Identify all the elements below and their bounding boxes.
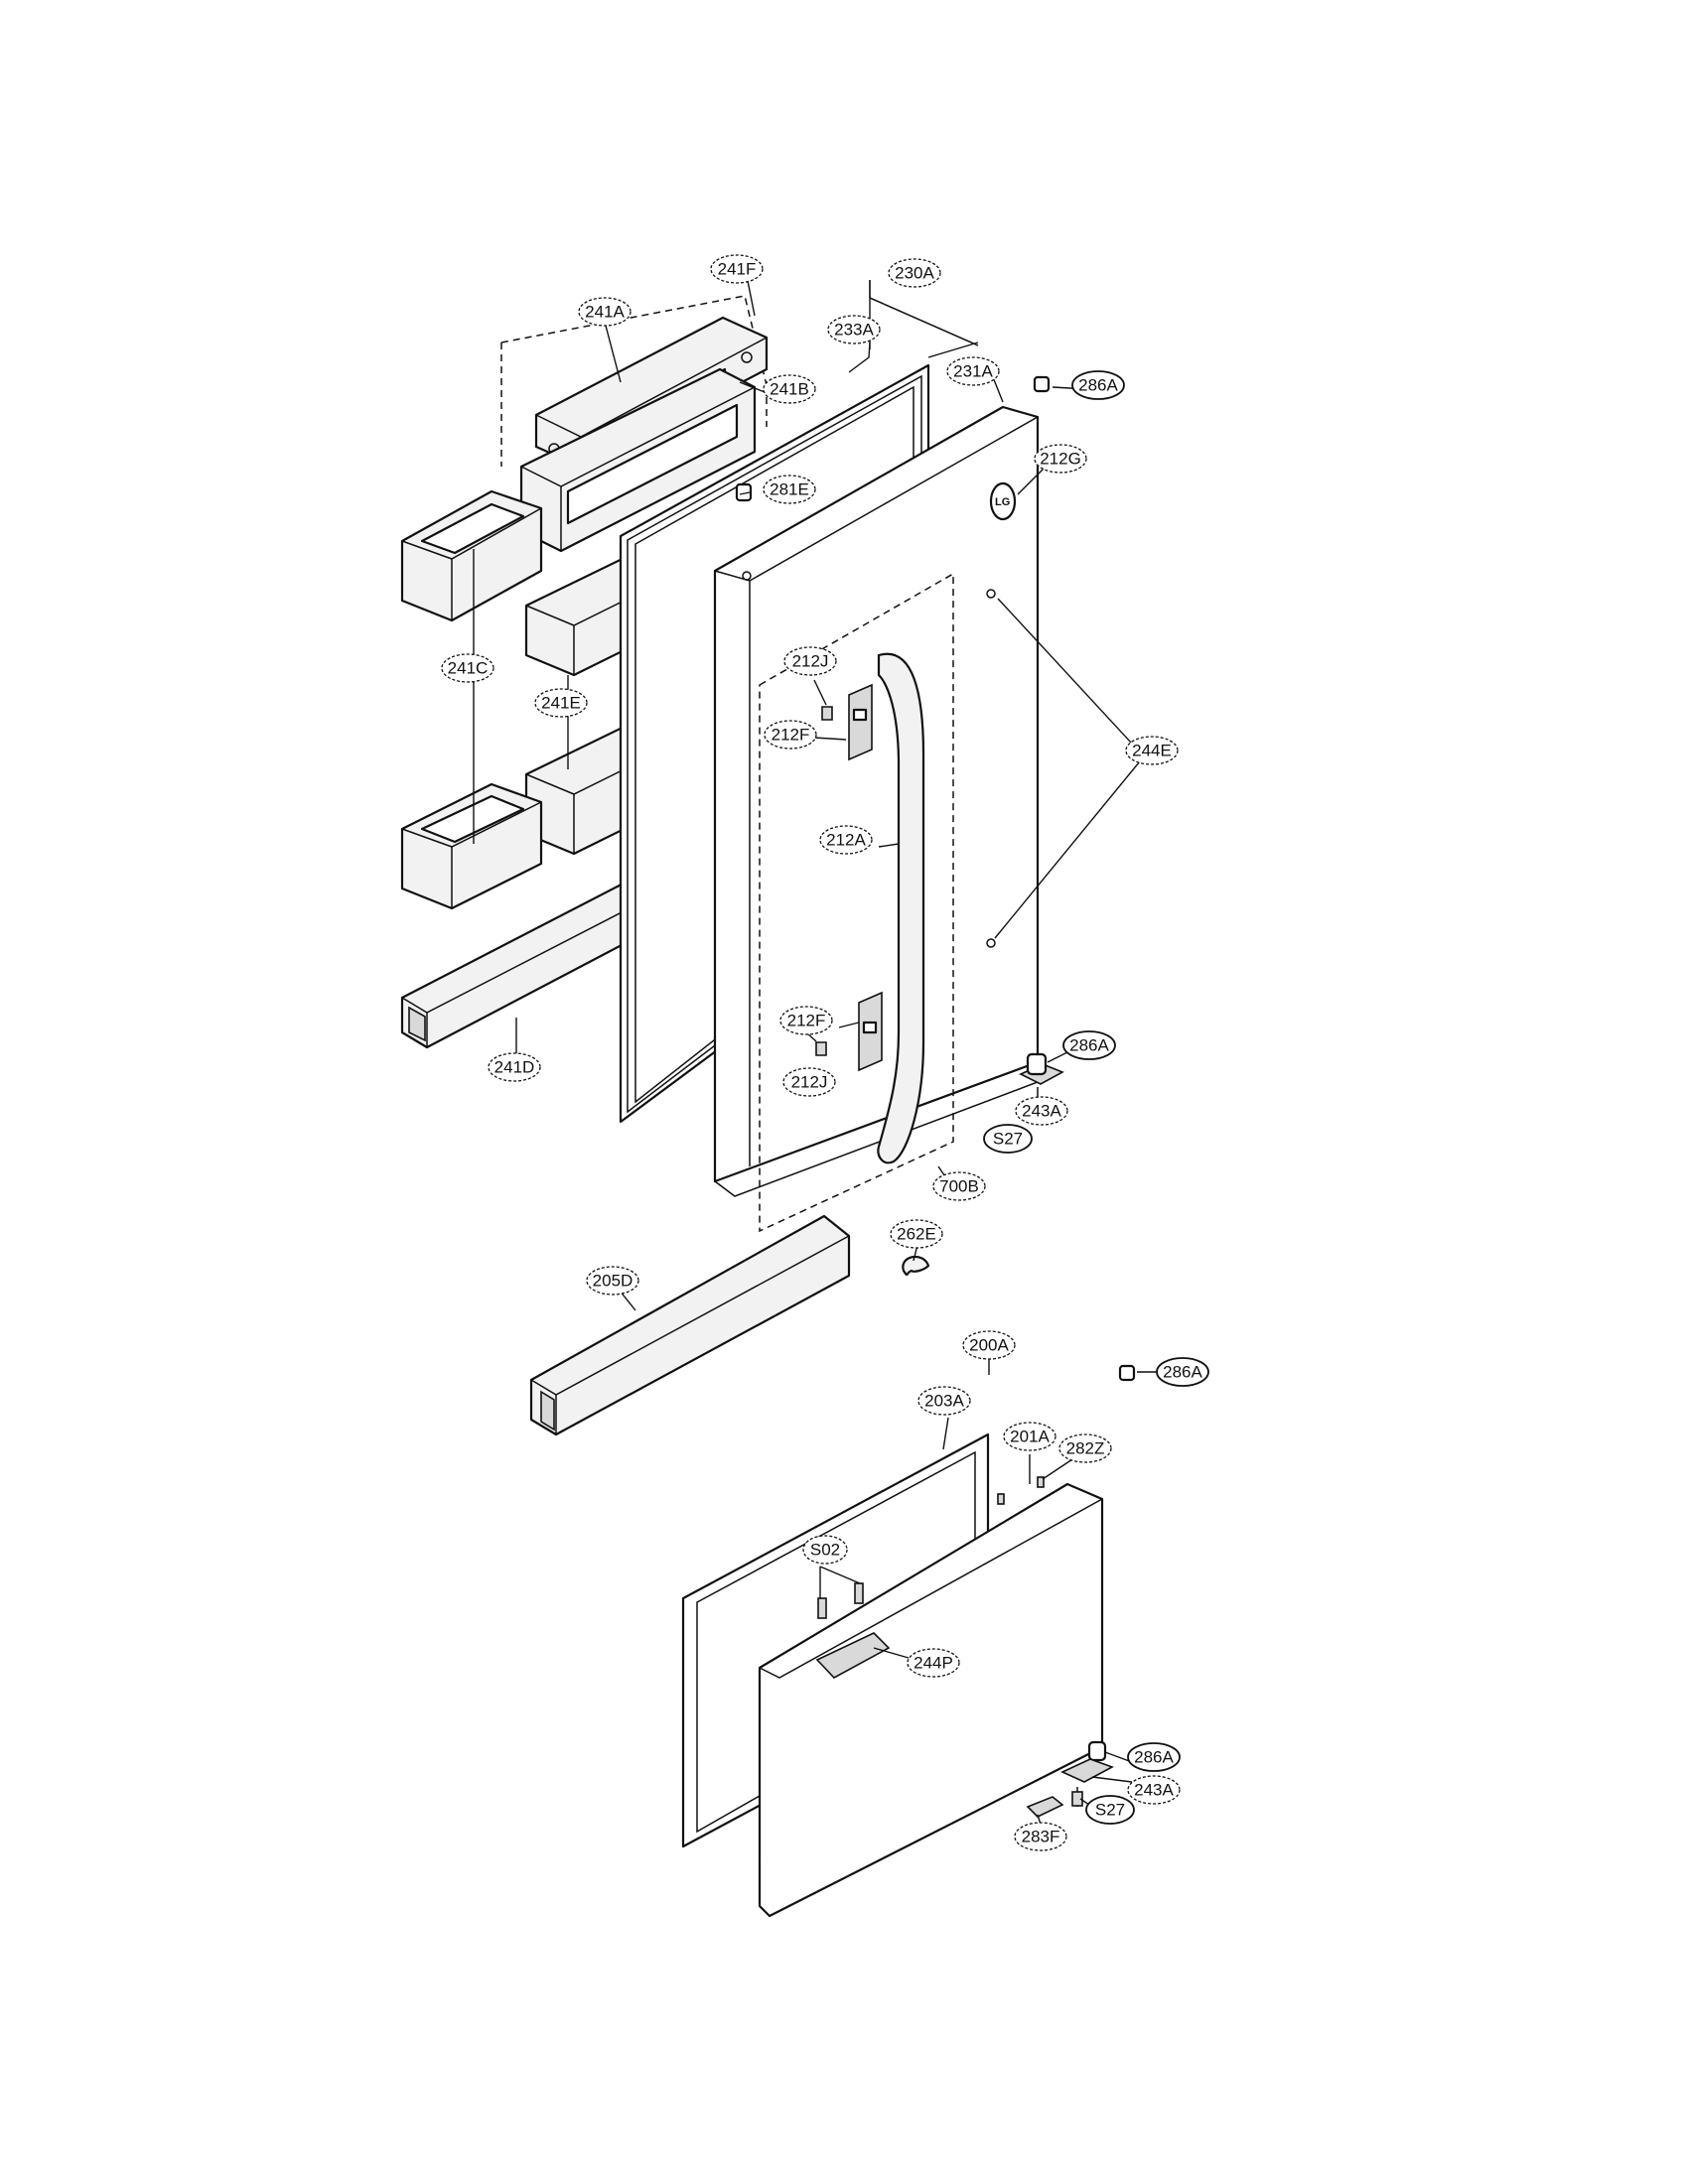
callout-243A-upper: 243A <box>1015 1096 1068 1126</box>
callout-241B: 241B <box>763 374 816 404</box>
callout-241E: 241E <box>534 688 588 718</box>
handle-bracket-212F-lower <box>858 991 883 1072</box>
svg-text:241C: 241C <box>448 659 489 678</box>
svg-text:230A: 230A <box>895 264 934 283</box>
svg-text:212F: 212F <box>787 1012 826 1030</box>
svg-text:700B: 700B <box>939 1177 979 1196</box>
callout-231A: 231A <box>946 356 1000 386</box>
callout-286A-bottom: 286A <box>1127 1742 1181 1772</box>
svg-text:241A: 241A <box>585 303 625 322</box>
svg-text:262E: 262E <box>897 1225 936 1244</box>
svg-text:244P: 244P <box>914 1654 953 1673</box>
svg-text:243A: 243A <box>1134 1781 1174 1800</box>
callout-S27-upper: S27 <box>983 1124 1033 1154</box>
svg-text:212J: 212J <box>791 1073 828 1092</box>
svg-text:241D: 241D <box>494 1058 535 1077</box>
callout-212G: 212G <box>1034 444 1087 474</box>
callout-230A: 230A <box>888 258 941 288</box>
callout-286A-top: 286A <box>1071 370 1125 400</box>
door-handle-212A <box>877 652 925 1164</box>
callout-241F: 241F <box>710 254 764 284</box>
svg-text:212J: 212J <box>792 652 829 671</box>
callout-212J-lower: 212J <box>782 1067 836 1097</box>
callout-233A: 233A <box>827 315 881 344</box>
door-plug-244E-lower <box>986 938 996 948</box>
clip-262E <box>902 1255 930 1277</box>
svg-text:S02: S02 <box>810 1541 840 1560</box>
screw-212J-lower <box>815 1041 827 1056</box>
svg-text:286A: 286A <box>1078 376 1118 395</box>
callout-205D: 205D <box>586 1266 639 1296</box>
callout-201A: 201A <box>1003 1422 1056 1451</box>
callout-203A: 203A <box>917 1386 971 1416</box>
logo-text: LG <box>995 496 1010 508</box>
svg-text:281E: 281E <box>770 480 809 499</box>
leader-lines <box>473 275 1167 1826</box>
svg-text:200A: 200A <box>969 1336 1009 1355</box>
callout-212J-upper: 212J <box>783 646 837 676</box>
svg-text:286A: 286A <box>1163 1363 1202 1382</box>
svg-text:S27: S27 <box>1095 1801 1125 1820</box>
svg-text:286A: 286A <box>1134 1748 1174 1767</box>
callout-212F-lower: 212F <box>779 1006 833 1035</box>
screw-282Z-b <box>997 1493 1005 1505</box>
callout-244E: 244E <box>1125 736 1179 765</box>
small-bin-241C-lower <box>400 782 543 910</box>
svg-text:283F: 283F <box>1022 1828 1060 1846</box>
lower-hinge-assembly <box>1026 1740 1114 1818</box>
callout-700B: 700B <box>932 1171 986 1201</box>
upper-door-231A <box>713 405 1040 1197</box>
callout-286A-middle: 286A <box>1062 1030 1116 1060</box>
callout-241D: 241D <box>488 1052 541 1082</box>
svg-text:241B: 241B <box>770 380 809 399</box>
svg-text:244E: 244E <box>1132 742 1172 760</box>
callout-S02: S02 <box>802 1535 848 1565</box>
svg-text:S27: S27 <box>993 1130 1023 1149</box>
screw-212J-upper <box>821 706 833 721</box>
svg-text:212G: 212G <box>1040 450 1081 469</box>
lg-logo-212G: LG <box>989 481 1017 521</box>
cap-281E <box>735 482 753 502</box>
svg-text:241F: 241F <box>718 260 757 279</box>
callout-S27-lower: S27 <box>1085 1795 1135 1825</box>
drawer-handle-244P <box>815 1632 891 1679</box>
svg-text:203A: 203A <box>924 1392 964 1411</box>
svg-text:205D: 205D <box>593 1272 633 1291</box>
hinge-cap-286A-top <box>1033 375 1051 393</box>
callout-286A-right: 286A <box>1156 1357 1209 1387</box>
svg-text:243A: 243A <box>1022 1102 1061 1121</box>
svg-text:233A: 233A <box>834 321 874 340</box>
basket-205D <box>529 1214 851 1436</box>
svg-text:212F: 212F <box>772 726 810 745</box>
callout-241C: 241C <box>441 653 494 683</box>
svg-text:201A: 201A <box>1010 1428 1050 1446</box>
callout-282Z: 282Z <box>1058 1433 1112 1463</box>
svg-text:286A: 286A <box>1069 1036 1109 1055</box>
callout-243A-lower: 243A <box>1127 1775 1181 1805</box>
door-plug-244E-upper <box>986 589 996 599</box>
svg-text:231A: 231A <box>953 362 993 381</box>
callout-241A: 241A <box>578 297 632 327</box>
callout-283F: 283F <box>1014 1822 1067 1851</box>
callout-262E: 262E <box>890 1219 943 1249</box>
callout-200A: 200A <box>962 1330 1016 1360</box>
svg-text:241E: 241E <box>541 694 581 713</box>
handle-bracket-212F-upper <box>848 683 873 761</box>
screw-282Z <box>1037 1476 1045 1488</box>
svg-text:212A: 212A <box>826 831 866 850</box>
callout-281E: 281E <box>763 475 816 504</box>
svg-text:282Z: 282Z <box>1066 1439 1105 1458</box>
callout-212A: 212A <box>819 825 873 855</box>
small-bin-241C-upper <box>400 489 543 622</box>
callout-244P: 244P <box>907 1648 960 1678</box>
hinge-cap-286A-right <box>1118 1364 1136 1382</box>
door-panel-outline-700B <box>759 572 954 1233</box>
callout-212F-upper: 212F <box>764 720 817 750</box>
